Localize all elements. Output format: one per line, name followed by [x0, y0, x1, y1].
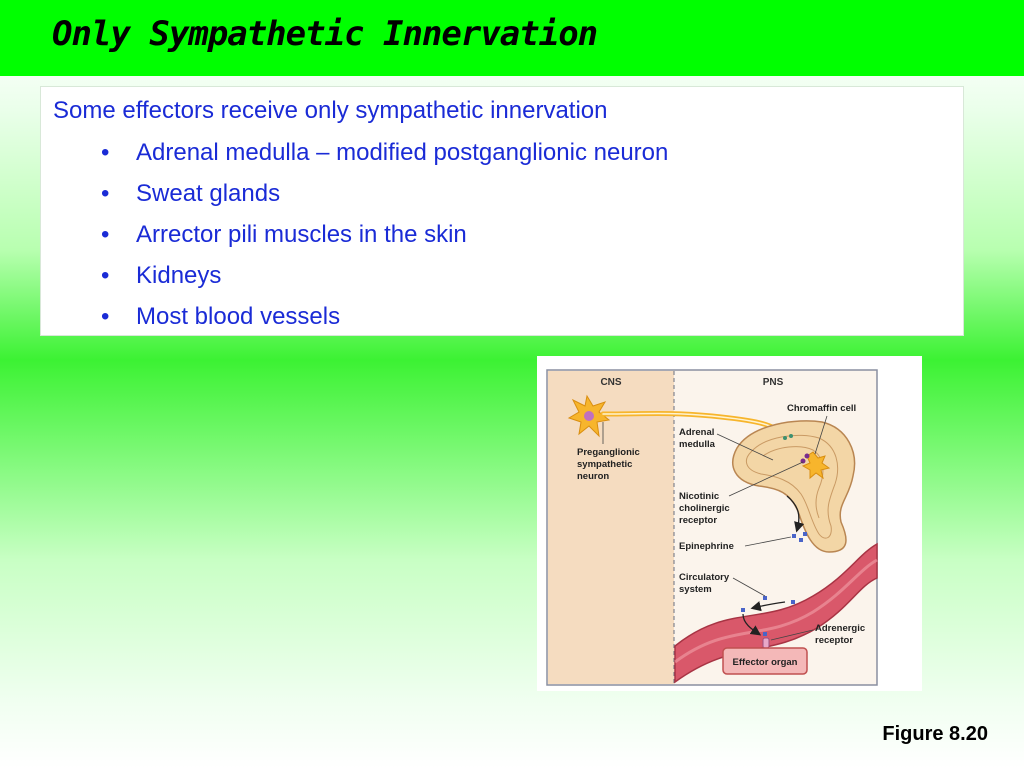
- preganglionic-label-line2: sympathetic: [577, 459, 632, 470]
- nicotinic-label-line1: Nicotinic: [679, 491, 719, 502]
- flow-arrow: [750, 601, 786, 612]
- epinephrine-molecules: [741, 532, 807, 636]
- content-box: Some effectors receive only sympathetic …: [40, 86, 964, 336]
- bullet-icon: •: [101, 139, 110, 166]
- bullet-icon: •: [101, 262, 110, 289]
- bullet-item: • Most blood vessels: [101, 301, 668, 342]
- effector-organ-label: Effector organ: [733, 657, 798, 668]
- chromaffin-leader: [814, 415, 828, 455]
- nicotinic-leader: [728, 461, 804, 497]
- title-bar: Only Sympathetic Innervation: [0, 0, 1024, 76]
- circulatory-leader: [732, 577, 766, 597]
- bullet-item: • Kidneys: [101, 260, 668, 301]
- adrenal-leader: [716, 433, 774, 461]
- adrenergic-leader: [770, 629, 814, 641]
- bullet-list: • Adrenal medulla – modified postganglion…: [101, 137, 668, 342]
- bullet-item: • Arrector pili muscles in the skin: [101, 219, 668, 260]
- release-arrow: [786, 495, 805, 533]
- effector-organ-box: [722, 647, 808, 675]
- bullet-icon: •: [101, 221, 110, 248]
- nicotinic-label-line2: cholinergic: [679, 503, 730, 514]
- bullet-text: Most blood vessels: [136, 303, 341, 330]
- bullet-item: • Sweat glands: [101, 178, 668, 219]
- epinephrine-leader: [744, 536, 792, 547]
- circulatory-label-line1: Circulatory: [679, 572, 730, 583]
- adrenal-gland: [732, 420, 856, 553]
- bullet-text: Adrenal medulla – modified postganglioni…: [136, 139, 669, 166]
- preganglionic-neuron-body: [567, 394, 611, 438]
- adrenergic-label-line1: Adrenergic: [815, 623, 865, 634]
- adrenergic-receptor-icon: [762, 637, 770, 649]
- vessel-sheen: [674, 558, 878, 664]
- epinephrine-label: Epinephrine: [679, 541, 734, 552]
- cns-panel: [548, 371, 674, 684]
- pns-label: PNS: [763, 377, 784, 388]
- bullet-text: Kidneys: [136, 262, 222, 289]
- adrenal-label-line2: medulla: [679, 439, 716, 450]
- figure-caption: Figure 8.20: [882, 723, 988, 745]
- circulatory-label-line2: system: [679, 584, 712, 595]
- nicotinic-label-line3: receptor: [679, 515, 717, 526]
- preganglionic-label-line3: neuron: [577, 471, 609, 482]
- chromaffin-cell-label: Chromaffin cell: [787, 403, 856, 414]
- bullet-icon: •: [101, 303, 110, 330]
- bullet-icon: •: [101, 180, 110, 207]
- adrenal-label-line1: Adrenal: [679, 427, 714, 438]
- binding-arrow: [742, 613, 762, 636]
- intro-text: Some effectors receive only sympathetic …: [53, 97, 608, 124]
- slide-title: Only Sympathetic Innervation: [52, 14, 598, 54]
- adrenergic-label-line2: receptor: [815, 635, 853, 646]
- preganglionic-label-line1: Preganglionic: [577, 447, 640, 458]
- cns-label: CNS: [600, 377, 621, 388]
- bullet-text: Sweat glands: [136, 180, 281, 207]
- bullet-text: Arrector pili muscles in the skin: [136, 221, 467, 248]
- adrenal-medulla-figure: CNS PNS: [537, 356, 922, 691]
- figure-diagram: CNS PNS: [546, 369, 878, 686]
- bullet-item: • Adrenal medulla – modified postganglion…: [101, 137, 668, 178]
